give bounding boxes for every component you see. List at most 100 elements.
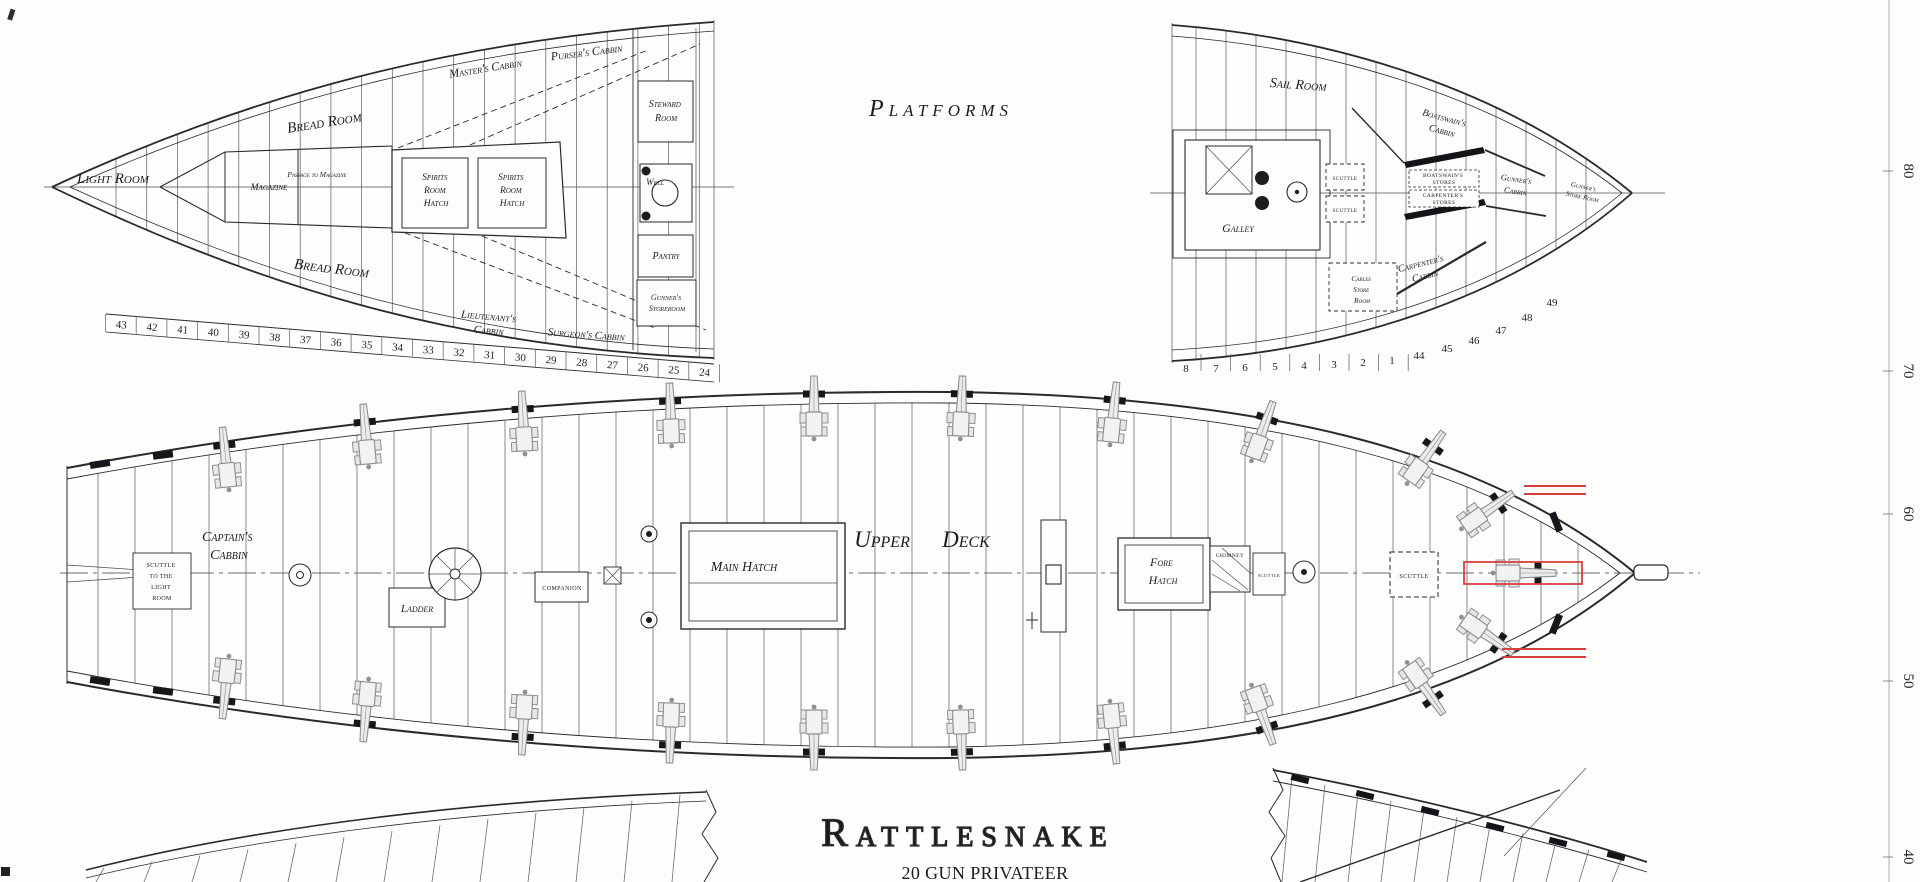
main-hatch-box [680,522,846,630]
fore-station-number: 4 [1301,360,1307,372]
cabin-partition-line [469,43,701,146]
cables-store-room-box [1328,262,1398,312]
label-line: Cabbin [473,324,505,339]
cabin-partition-line [404,232,656,329]
label-light-room: Light Room [76,171,150,187]
stores-partition-black [1404,147,1485,168]
aft-station-number: 28 [576,357,588,370]
ship-type-subtitle: 20 Gun Privateer [901,863,1068,882]
label-bread-room-upper: Bread Room [286,109,364,137]
label-line: Lieutenant's [460,308,517,325]
cannon-icon [654,381,687,450]
lower-plan-frame-line [335,837,345,882]
label-line: Stores [1433,200,1456,206]
lower-plan-frame-line [671,794,681,882]
fore-station-number: 47 [1496,325,1508,337]
aft-station-number: 37 [299,334,311,347]
mizzen-mast-center [296,571,304,579]
magazine-wall-bottom [159,186,393,229]
aft-station-number: 33 [422,344,434,357]
label-sail-room: Sail Room [1269,76,1327,95]
lower-plan-frame-line [479,818,489,882]
label-carpenters-stores: Carpenter's Stores [1423,193,1465,206]
chimney-hatching [1211,573,1241,592]
deck-hull-top-outline [66,390,1636,574]
aft-scale-lower-line [105,331,715,383]
cannon-icon [348,402,384,472]
label-line: Scuttle [146,563,175,569]
lower-plan-diagonal [1299,789,1561,882]
lower-plan-frame-line [623,800,633,882]
label-spirits-room-hatch-2: Spirits Room Hatch [498,173,526,209]
lower-plan-frame-line [1413,808,1425,882]
cabin-partition-line [397,49,649,149]
fore-station-number: 5 [1272,361,1278,373]
well-circle [651,179,679,207]
cannon-icon [507,688,540,757]
chimney-hatching [1211,559,1249,591]
well-dot [641,211,651,221]
label-scuttle-box: Scuttle [1399,574,1428,580]
aft-station-number: 43 [115,319,127,332]
aft-station-number: 29 [545,354,557,367]
cabin-partition-line [1485,205,1547,217]
pump-dot [646,531,652,537]
bowsprit [1633,564,1669,581]
cabin-partition-line [1351,107,1405,164]
cannon-icon [1450,603,1522,666]
label-scuttle-to-light-room: Scuttle to the Light Room [146,563,177,602]
aft-scale-upper-line [105,313,715,365]
deck-hull-bottom-outline [66,572,1636,760]
lower-plan-frame-line [1512,833,1524,882]
steward-room-box [637,80,694,143]
ruler-number: 60 [1900,507,1916,522]
lower-plan-frame-line [1545,841,1557,882]
label-surgeons-cabbin: Surgeon's Cabbin [547,326,625,343]
main-hatch-coaming [688,530,838,622]
scuttle-small-box [1252,552,1286,596]
gun-battery [89,374,1563,772]
lower-plan-frame-line [1611,857,1623,882]
label-line: Storeroom [649,304,686,313]
aft-station-number: 30 [514,352,526,365]
label-line: Room [152,596,172,602]
lower-plan-frame-line [527,812,537,882]
cannon-icon [207,425,244,495]
label-line: Room [499,186,523,196]
label-line: Store [1353,285,1369,294]
label-lieutenants-cabbin: Lieutenant's Cabbin [458,308,519,339]
ruler-number: 70 [1900,364,1916,379]
aft-station-number: 35 [361,339,373,352]
gunport [1290,773,1310,785]
aft-hull-bottom-outline [51,186,715,359]
label-galley: Galley [1222,221,1255,235]
companion-box [534,571,589,603]
lower-plan-frame-line [239,849,249,882]
galley-stove-diagonal [1205,145,1253,195]
label-scuttle-small: Scuttle [1258,573,1281,578]
lower-plan-edge-curve [85,791,707,871]
cannon-icon [348,674,384,744]
lower-plan-diagonal [1503,767,1587,857]
scuttle-to-light-room-box [132,552,192,610]
lower-plan-frame-line [383,831,393,882]
lower-plan-edge-curve [1272,769,1648,863]
lower-plan-frame-line [191,855,201,882]
spirits-hatch-box [477,157,547,229]
label-bread-room-lower: Bread Room [293,257,370,282]
aft-station-number: 25 [668,364,680,377]
aft-hull-top-inner-line [69,30,715,188]
label-well: Well [646,177,664,187]
lower-plan-frame-line [1479,825,1491,882]
label-gunners-store-room: Gunner's Store Room [1565,180,1602,205]
magazine-wall-top [159,145,393,188]
boatswains-stores-box [1408,169,1480,188]
label-deck-name-upper: Upper [854,527,910,552]
aft-station-number: 34 [392,341,404,354]
gunport [1606,850,1626,862]
galley-kettle-dot [1294,189,1300,195]
section-title: Platforms [868,96,1013,122]
